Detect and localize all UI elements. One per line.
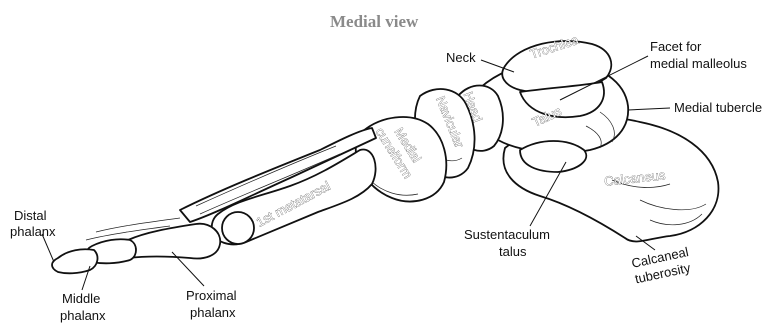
label-sustentaculum-line2: talus xyxy=(499,244,527,259)
first-metatarsal-head xyxy=(222,212,254,244)
label-middle-phalanx-line1: Middle xyxy=(62,291,100,306)
foot-skeleton-illustration xyxy=(52,41,718,273)
label-middle-phalanx-line2: phalanx xyxy=(60,308,106,323)
label-proximal-phalanx-line1: Proximal xyxy=(186,288,237,303)
label-proximal-phalanx-line2: phalanx xyxy=(190,305,236,320)
label-distal-phalanx-line1: Distal xyxy=(14,208,47,223)
diagram-title: Medial view xyxy=(330,12,419,31)
label-sustentaculum-line1: Sustentaculum xyxy=(464,227,550,242)
label-facet-line1: Facet for xyxy=(650,39,702,54)
label-neck: Neck xyxy=(446,50,476,65)
distal-phalanx-bone xyxy=(52,249,97,273)
label-facet-line2: medial malleolus xyxy=(650,56,747,71)
label-medial-tubercle: Medial tubercle xyxy=(674,100,762,115)
label-distal-phalanx-line2: phalanx xyxy=(10,224,56,239)
